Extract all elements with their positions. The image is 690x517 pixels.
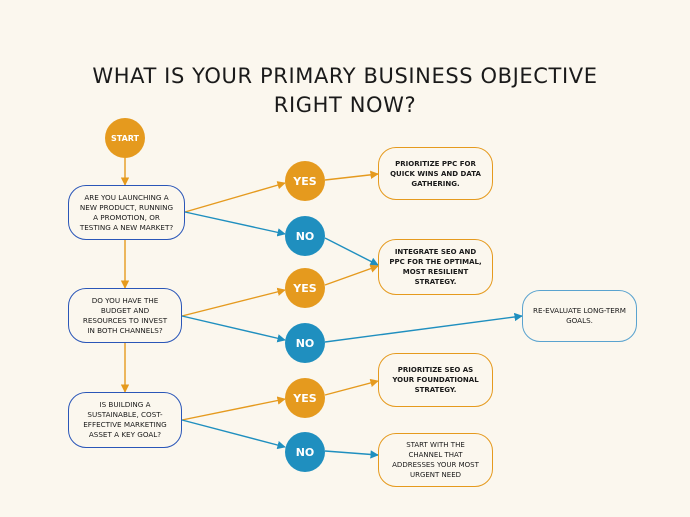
answer-prioritize-seo: PRIORITIZE SEO AS YOUR FOUNDATIONAL STRA…: [378, 353, 493, 407]
title-line-2: RIGHT NOW?: [273, 93, 417, 117]
arrow-q2-yes: [181, 287, 286, 317]
no-circle-2: NO: [285, 323, 325, 363]
no-circle-1: NO: [285, 216, 325, 256]
arrow-no1-integrate: [324, 237, 379, 266]
arrow-q3-no: [181, 419, 286, 450]
answer-start-with-channel: START WITH THE CHANNEL THAT ADDRESSES YO…: [378, 433, 493, 487]
arrow-yes2-integrate: [324, 264, 379, 286]
arrow-q1-no: [184, 211, 286, 237]
answer-integrate-seo-ppc: INTEGRATE SEO AND PPC FOR THE OPTIMAL, M…: [378, 239, 493, 295]
page-title: WHAT IS YOUR PRIMARY BUSINESS OBJECTIVE …: [0, 62, 690, 120]
arrow-no2-reevaluate: [324, 312, 523, 343]
yes-circle-1: YES: [285, 161, 325, 201]
question-3-box: IS BUILDING A SUSTAINABLE, COST-EFFECTIV…: [68, 392, 182, 448]
question-1-box: ARE YOU LAUNCHING A NEW PRODUCT, RUNNING…: [68, 185, 185, 240]
arrow-yes3-seo: [324, 378, 379, 396]
arrow-q1-yes: [184, 181, 286, 213]
title-line-1: WHAT IS YOUR PRIMARY BUSINESS OBJECTIVE: [92, 64, 598, 88]
arrow-yes1-ppc: [324, 170, 379, 181]
start-node: START: [105, 118, 145, 158]
arrow-q2-no: [181, 315, 286, 343]
question-2-box: DO YOU HAVE THE BUDGET AND RESOURCES TO …: [68, 288, 182, 343]
arrow-no3-channel: [324, 450, 379, 459]
arrow-q3-yes: [181, 396, 286, 421]
yes-circle-3: YES: [285, 378, 325, 418]
answer-prioritize-ppc: PRIORITIZE PPC FOR QUICK WINS AND DATA G…: [378, 147, 493, 200]
answer-reevaluate-goals: RE-EVALUATE LONG-TERM GOALS.: [522, 290, 637, 342]
yes-circle-2: YES: [285, 268, 325, 308]
no-circle-3: NO: [285, 432, 325, 472]
